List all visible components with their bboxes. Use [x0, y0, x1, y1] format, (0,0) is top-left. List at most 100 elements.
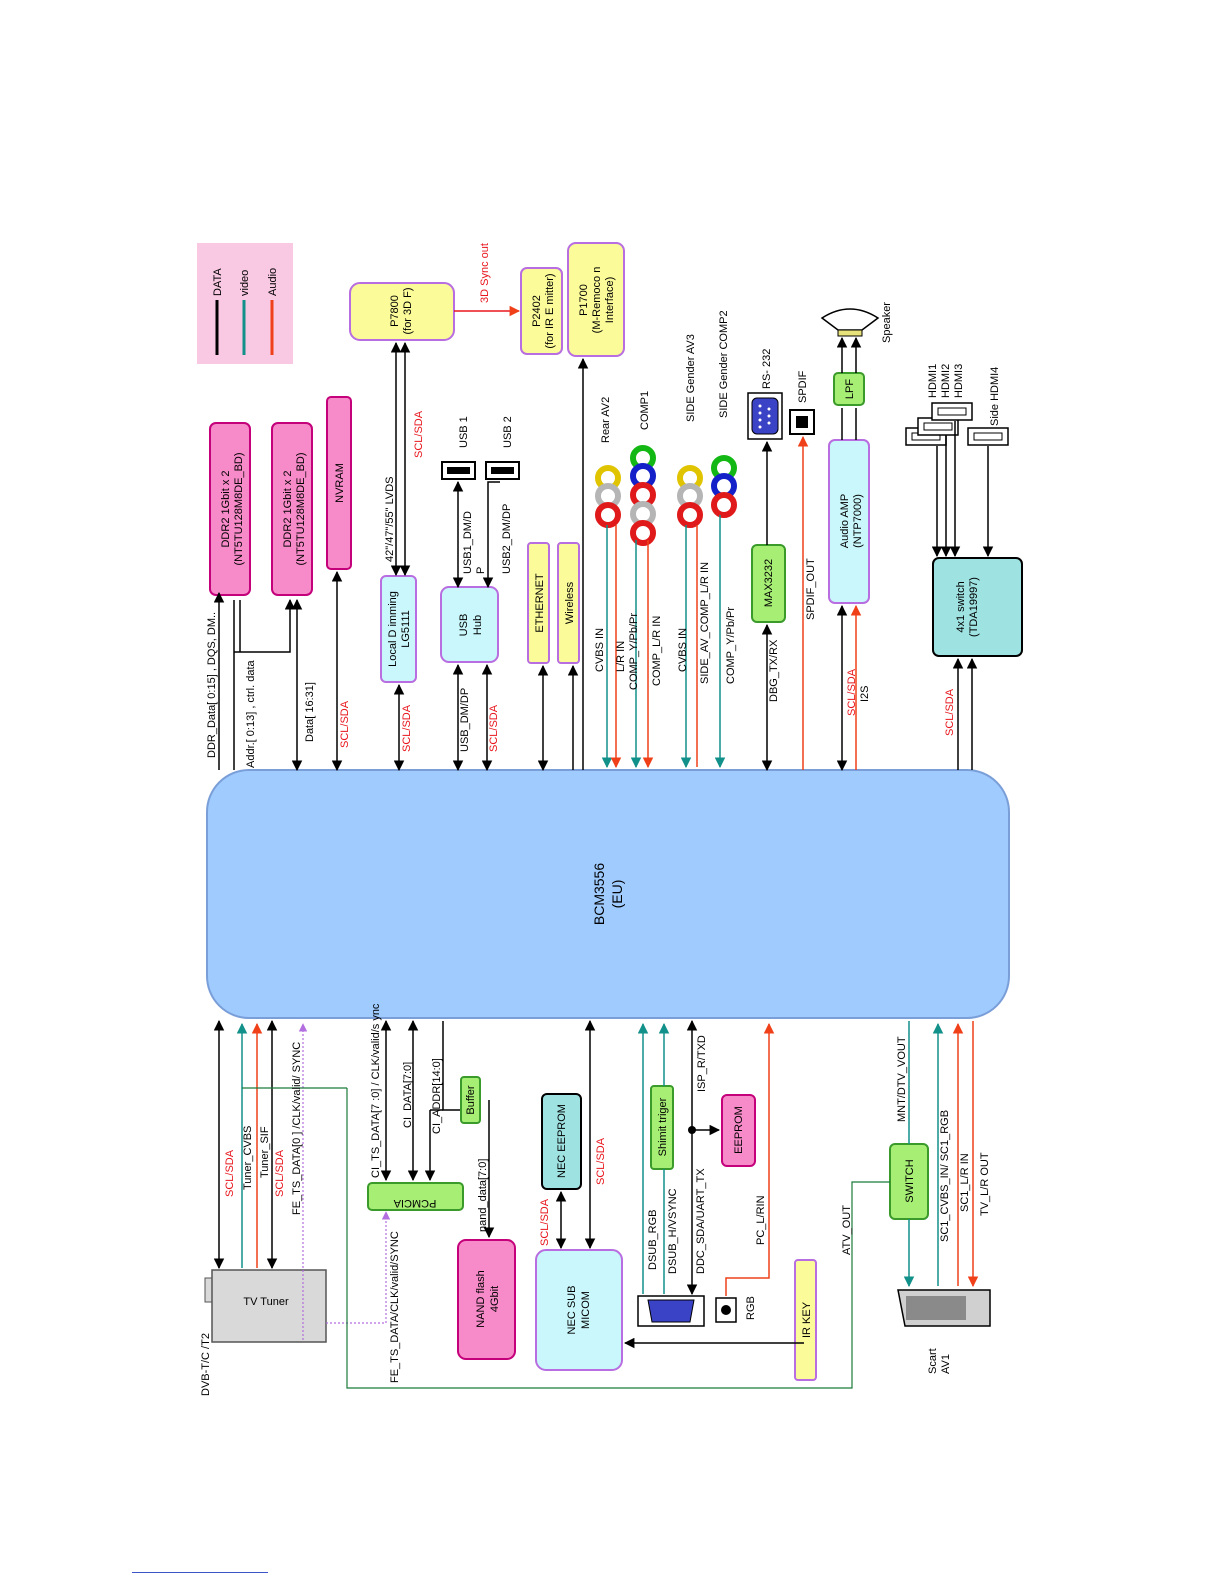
label-3d-sync: 3D Sync out [479, 243, 491, 303]
label-scart: Scart [927, 1348, 939, 1374]
label-side-av-comp: SIDE_AV_COMP_L/R IN [699, 562, 711, 684]
nand-flash-block: NAND flash 4Gbit [457, 1239, 516, 1360]
svg-text:Audio AMP: Audio AMP [839, 494, 851, 548]
svg-text:(TDA19997): (TDA19997) [968, 577, 980, 637]
label-usb2: USB 2 [502, 416, 514, 448]
data-wires [213, 336, 994, 1349]
label-lr-in: L/R IN [615, 641, 627, 672]
svg-text:Local D imming: Local D imming [387, 591, 399, 667]
label-cvbs-in: CVBS IN [594, 628, 606, 672]
svg-text:NAND flash: NAND flash [475, 1270, 487, 1327]
nvram-block: NVRAM [326, 396, 352, 570]
video-wires [236, 515, 944, 1294]
label-atv-out: ATV_OUT [841, 1205, 853, 1255]
soc-sub: (EU) [609, 880, 625, 909]
svg-text:(NT5TU128M8DE_BD): (NT5TU128M8DE_BD) [233, 452, 245, 565]
label-rgb: RGB [745, 1296, 757, 1320]
ethernet-block: ETHERNET [527, 542, 550, 664]
svg-text:(for IR E mitter): (for IR E mitter) [544, 273, 556, 348]
audio-amp-block: Audio AMP (NTP7000) [828, 439, 870, 604]
svg-text:(NTP7000): (NTP7000) [852, 494, 864, 548]
legend-audio-label: Audio [267, 268, 279, 296]
svg-text:NEC SUB: NEC SUB [566, 1286, 578, 1335]
label-side-av3: SIDE Gender AV3 [685, 334, 697, 422]
max3232-block: MAX3232 [751, 544, 786, 623]
usb2-port-icon [485, 461, 520, 480]
label-usb1-dm-p: P [475, 567, 487, 574]
legend-video-label: video [239, 270, 251, 296]
label-scl-sda-nvram: SCL/SDA [339, 700, 351, 748]
svg-text:P7800: P7800 [389, 295, 401, 327]
label-nand-data: nand_data[7:0] [477, 1159, 489, 1232]
label-scart-av1: AV1 [940, 1354, 952, 1374]
svg-text:Buffer: Buffer [465, 1085, 477, 1114]
label-sc1-lr: SC1_L/R IN [959, 1153, 971, 1212]
svg-text:MAX3232: MAX3232 [763, 559, 775, 607]
misc-wires [242, 1023, 890, 1389]
ddr1-block: DDR2 1Gbit x 2 (NT5TU128M8DE_BD) [209, 422, 251, 596]
label-mnt: MNT/DTV_VOUT [896, 1036, 908, 1122]
rgb-audio-jack-icon [715, 1297, 737, 1323]
label-comp-ypbpr: COMP_Y/Pb/Pr [628, 613, 640, 690]
label-scl-sda-p7800: SCL/SDA [413, 410, 425, 458]
svg-text:USB: USB [458, 614, 470, 637]
svg-text:TV Tuner: TV Tuner [243, 1296, 289, 1308]
label-hdmi2: HDMI2 [940, 364, 952, 398]
label-fe-ts-2: FE_TS_DATA/CLK/valid/SYNC [389, 1231, 401, 1383]
hdmi-connectors-icon [905, 402, 1009, 446]
label-ci-addr: CI_ADDR[14:0] [431, 1058, 443, 1134]
side-av3-jacks-icon [677, 465, 703, 528]
svg-text:NVRAM: NVRAM [334, 463, 346, 503]
label-lvds: 42"/47"/55" LVDS [384, 476, 396, 562]
schmitt-trigger-block: Shimit triger [650, 1085, 674, 1170]
label-scl-sda-usb: SCL/SDA [488, 704, 500, 752]
label-data1631: Data[ 16:31] [304, 682, 316, 742]
speaker-icon [820, 308, 880, 337]
svg-text:4x1 switch: 4x1 switch [955, 581, 967, 632]
label-scl-sda-micom: SCL/SDA [539, 1198, 551, 1246]
svg-text:(for 3D F): (for 3D F) [402, 287, 414, 334]
switch-4x1-block: 4x1 switch (TDA19997) [932, 557, 1023, 657]
svg-text:P1700: P1700 [578, 284, 590, 316]
label-dvb: DVB-T/C /T2 [200, 1333, 212, 1396]
svg-text:LPF: LPF [844, 379, 856, 399]
label-ddc: DDC_SDA/UART_TX [695, 1168, 707, 1274]
svg-text:DDR2 1Gbit x 2: DDR2 1Gbit x 2 [220, 470, 232, 547]
ir-key-block: IR KEY [794, 1259, 817, 1381]
label-i2s: I2S [859, 685, 871, 702]
lpf-block: LPF [833, 372, 865, 406]
svg-text:DDR2 1Gbit x 2: DDR2 1Gbit x 2 [282, 470, 294, 547]
label-usb2-dm: USB2_DM/DP [501, 504, 513, 574]
label-ci-data: CI_DATA[7:0] [402, 1062, 414, 1128]
label-comp-lr-in: COMP_L/R IN [651, 616, 663, 686]
label-addr: Addr.[ 0:13] , ctrl. data [245, 660, 257, 768]
label-sc1-cvbs: SC1_CVBS_IN/ SC1_RGB [939, 1110, 951, 1242]
label-isp: ISP_R/TXD [696, 1035, 708, 1092]
comp1-jacks-icon [630, 445, 656, 546]
svg-text:Hub: Hub [472, 615, 484, 635]
label-hdmi1: HDMI1 [927, 364, 939, 398]
label-tuner-cvbs: Tuner_CVBS [242, 1126, 254, 1190]
svg-text:P2402: P2402 [531, 295, 543, 327]
label-usb1: USB 1 [458, 416, 470, 448]
svg-text:SWITCH: SWITCH [904, 1159, 916, 1202]
label-rs232: RS- 232 [761, 349, 773, 389]
label-scl-sda-tuner: SCL/SDA [224, 1149, 236, 1197]
label-speaker: Speaker [881, 302, 893, 343]
spdif-connector-icon [789, 409, 815, 435]
label-fe-ts: FE_TS_DATA[0 ] /CLK/valid/ SYNC [291, 1042, 303, 1215]
svg-text:Interface): Interface) [604, 277, 616, 323]
svg-text:LG5111: LG5111 [400, 610, 412, 648]
label-side-comp2: SIDE Gender COMP2 [718, 310, 730, 418]
svg-text:ETHERNET: ETHERNET [534, 573, 546, 633]
usb1-port-icon [441, 461, 476, 480]
p1700-block: P1700 (M-Remoco n Interface) [567, 242, 625, 357]
svg-text:MICOM: MICOM [580, 1291, 592, 1329]
scart-connector-icon [897, 1289, 991, 1327]
label-tv-lr-out: TV_L/R OUT [979, 1152, 991, 1216]
svg-text:PCMCIA: PCMCIA [393, 1197, 436, 1209]
label-spdif: SPDIF [797, 370, 809, 403]
svg-text:EEPROM: EEPROM [733, 1106, 745, 1154]
rs232-connector-icon [747, 392, 783, 440]
